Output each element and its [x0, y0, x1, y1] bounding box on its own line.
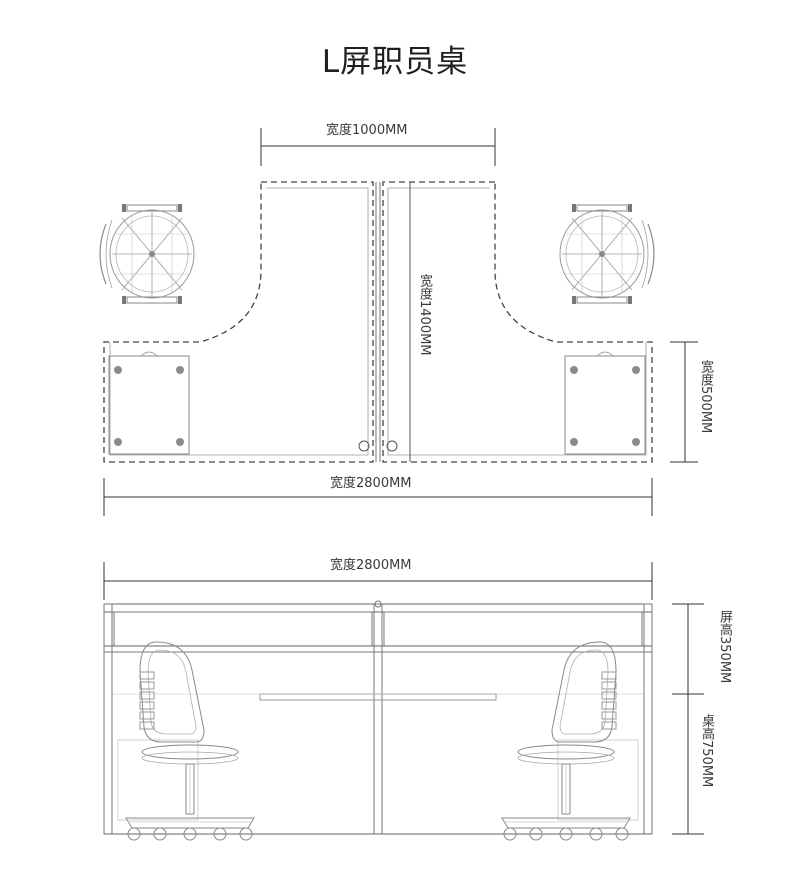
desk-right-outline: [382, 181, 653, 463]
plan-total-width-label: 宽度2800MM: [328, 476, 414, 492]
plan-side-depth-label: 宽度500MM: [697, 358, 713, 436]
chair-left-top: [99, 203, 195, 305]
plan-view: [99, 128, 698, 516]
cabinet-left: [108, 351, 190, 455]
front-total-width-label: 宽度2800MM: [328, 558, 414, 574]
chair-right-top: [559, 203, 655, 305]
plan-top-width-label: 宽度1000MM: [324, 123, 410, 139]
front-view: [103, 562, 704, 841]
front-screen-height-label: 屏高350MM: [716, 608, 732, 686]
cabinet-right: [564, 351, 646, 455]
diagram-title: L屏职员桌: [321, 44, 469, 80]
screen-panel-left: [113, 611, 373, 647]
chair-right-front: [501, 641, 631, 841]
desk-left-outline: [103, 181, 374, 463]
plan-depth-label: 宽度1400MM: [416, 272, 432, 358]
chair-left-front: [125, 641, 255, 841]
front-desk-height-label: 桌高750MM: [698, 712, 714, 790]
screen-panel-right: [383, 611, 643, 647]
